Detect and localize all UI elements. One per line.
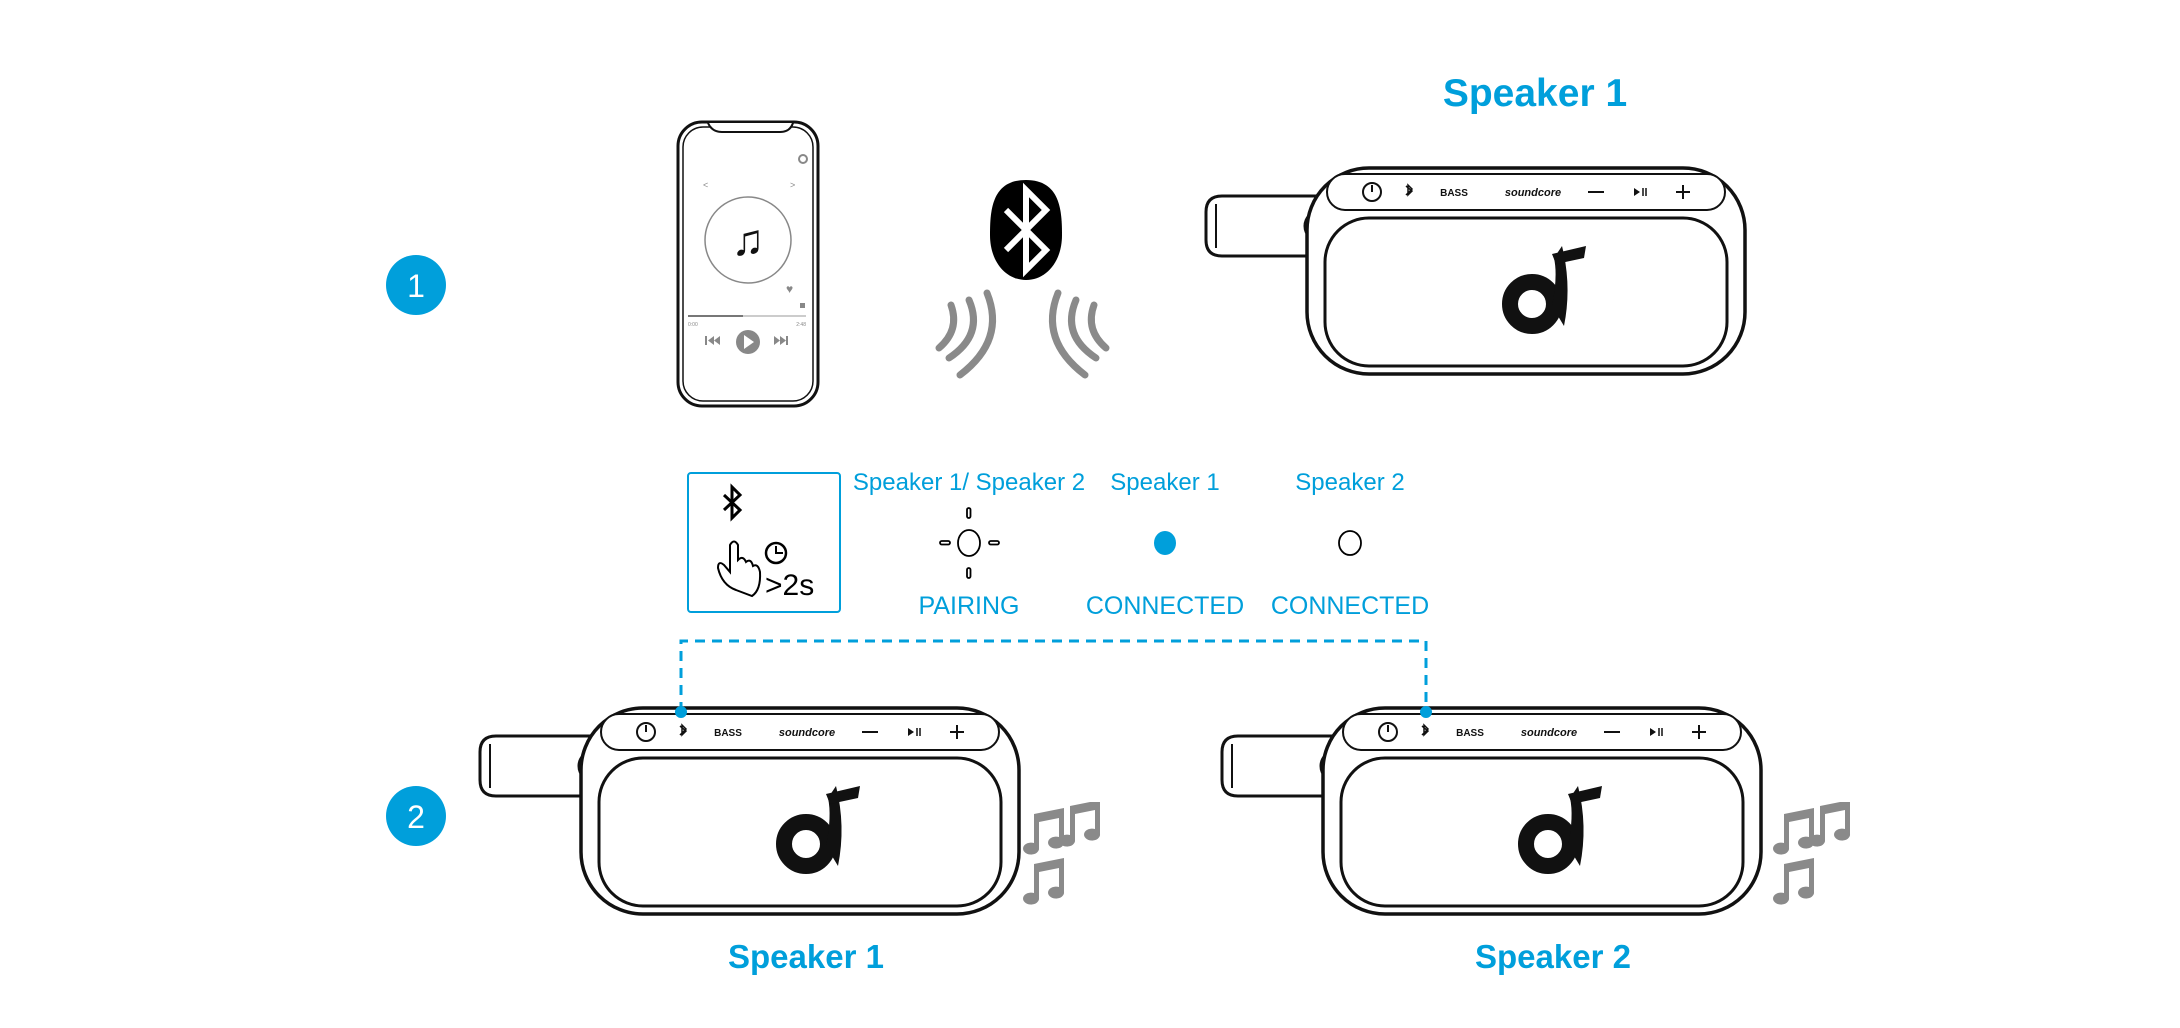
svg-text:>2s: >2s (765, 569, 814, 602)
bass-button-label: BASS (1456, 728, 1484, 739)
speaker-1-illustration (1206, 168, 1745, 374)
solid-blue-light-icon (1154, 531, 1176, 555)
indicator-status: CONNECTED (1086, 592, 1244, 620)
speaker-2-label: Speaker 2 (1475, 938, 1631, 975)
smartphone-illustration: < > ♫ ♥ 0:00 2:48 (676, 120, 820, 408)
step-2-badge: 2 (386, 786, 446, 846)
svg-text:>: > (790, 180, 795, 190)
hand-press-icon (716, 540, 762, 598)
indicator-speaker-label: Speaker 1/ Speaker 2 (853, 469, 1085, 496)
indicator-speaker-label: Speaker 2 (1295, 469, 1404, 496)
brand-label: soundcore (779, 727, 835, 739)
svg-text:1: 1 (407, 268, 425, 304)
bluetooth-button-marker (675, 706, 687, 718)
svg-text:2:48: 2:48 (796, 322, 806, 328)
press-bluetooth-instruction: >2s (687, 472, 841, 613)
top-speaker-title: Speaker 1 (1443, 72, 1627, 115)
bass-button-label: BASS (714, 728, 742, 739)
signal-waves-icon (935, 289, 1110, 379)
bluetooth-badge-icon (990, 180, 1062, 280)
music-notes-icon (1023, 800, 1100, 905)
heart-icon: ♥ (786, 282, 793, 296)
svg-text:0:00: 0:00 (688, 322, 698, 328)
progress-bar (688, 315, 743, 317)
clock-icon (764, 541, 788, 565)
flashing-light-icon (939, 507, 1000, 579)
speaker-2-bottom-illustration (1222, 708, 1761, 914)
music-note-icon: ♫ (732, 216, 765, 265)
svg-text:<: < (703, 180, 708, 190)
playback-controls (705, 330, 788, 354)
svg-text:2: 2 (407, 799, 425, 835)
speaker-1-bottom-illustration (480, 708, 1019, 914)
speaker-1-label: Speaker 1 (728, 938, 884, 975)
connection-dashed-line (679, 639, 1428, 712)
solid-white-light-icon (1338, 530, 1362, 556)
brand-label: soundcore (1521, 727, 1577, 739)
bluetooth-button-marker (1420, 706, 1432, 718)
settings-icon (798, 154, 808, 164)
indicator-status: PAIRING (919, 592, 1020, 620)
indicator-speaker-label: Speaker 1 (1110, 469, 1219, 496)
bluetooth-icon (722, 483, 743, 522)
indicator-status: CONNECTED (1271, 592, 1429, 620)
music-notes-icon (1773, 800, 1850, 905)
bass-button-label: BASS (1440, 188, 1468, 199)
step-1-badge: 1 (386, 255, 446, 315)
brand-label: soundcore (1505, 187, 1561, 199)
album-art (704, 196, 792, 284)
